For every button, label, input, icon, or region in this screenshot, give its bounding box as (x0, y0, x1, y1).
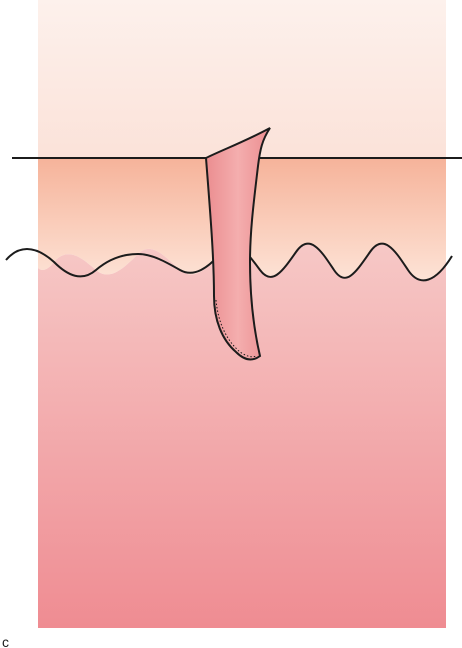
corner-mark: c (2, 634, 9, 648)
outer-surface-region (38, 0, 446, 158)
